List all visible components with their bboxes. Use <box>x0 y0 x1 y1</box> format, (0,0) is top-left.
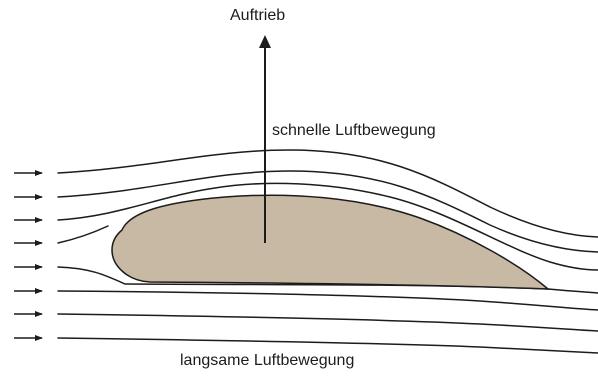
airfoil-wing <box>112 195 548 289</box>
streamline-lower <box>58 314 598 331</box>
streamline-lower <box>58 291 598 310</box>
lift-label: Auftrieb <box>230 8 285 24</box>
slow-flow-label: langsame Luftbewegung <box>180 353 354 369</box>
fast-flow-label: schnelle Luftbewegung <box>272 123 436 139</box>
streamline-middle <box>58 226 108 243</box>
inflow-arrows <box>14 173 42 338</box>
streamline-lower <box>58 338 598 353</box>
